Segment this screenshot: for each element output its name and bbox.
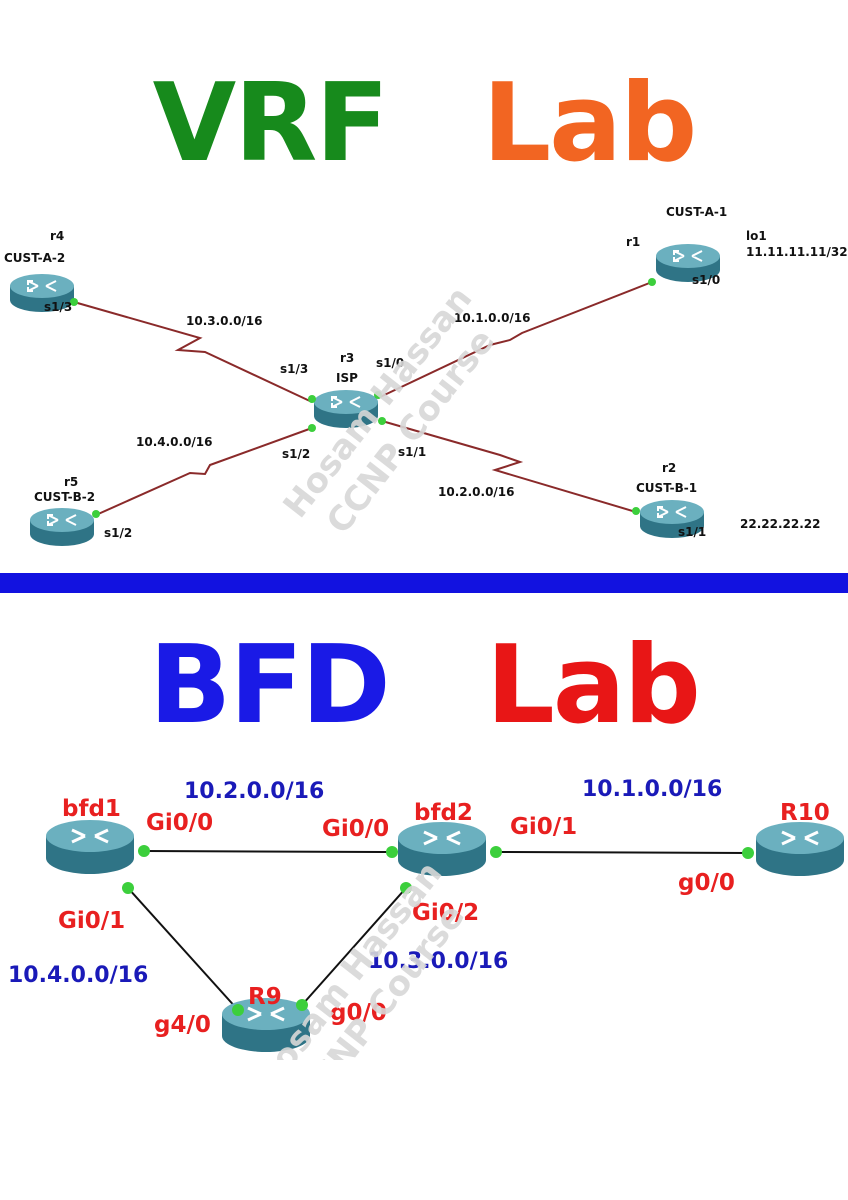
router-r10-icon[interactable] <box>754 820 846 878</box>
bfd2-port-gi00-label: Gi0/0 <box>322 816 389 842</box>
link-bfd2-r9 <box>301 887 407 1006</box>
router-r5-icon[interactable] <box>29 507 95 547</box>
port-dot <box>122 882 134 894</box>
port-dot <box>308 424 316 432</box>
r3-role-label: ISP <box>336 371 358 385</box>
bfd2-port-gi02-label: Gi0/2 <box>412 900 479 926</box>
r3-port-s13-label: s1/3 <box>280 362 308 376</box>
link-r4-r3 <box>73 301 313 403</box>
bfd2-name-label: bfd2 <box>414 800 473 826</box>
r3-port-s12-label: s1/2 <box>282 447 310 461</box>
link-bfd2-r10 <box>495 851 749 854</box>
link-bfd1-r9 <box>127 887 239 1011</box>
router-bfd1-icon[interactable] <box>44 818 136 876</box>
r3-name-label: r3 <box>340 351 354 365</box>
r4-port-label: s1/3 <box>44 300 72 314</box>
port-dot <box>648 278 656 286</box>
bfd1-port-gi00-label: Gi0/0 <box>146 810 213 836</box>
port-dot <box>386 846 398 858</box>
r1-port-label: s1/0 <box>692 273 720 287</box>
r9-port-g00-label: g0/0 <box>330 1000 387 1026</box>
bfd1-name-label: bfd1 <box>62 796 121 822</box>
r4-name-label: r4 <box>50 229 64 243</box>
port-dot <box>70 298 78 306</box>
r1-loopback-ip-label: 11.11.11.11/32 <box>746 245 848 259</box>
port-dot <box>632 507 640 515</box>
link-r3-r2 <box>381 420 637 513</box>
vrf-topology-diagram: r4 CUST-A-2 s1/3 10.3.0.0/16 CUST-A-1 r1… <box>0 190 848 565</box>
port-dot <box>232 1004 244 1016</box>
network-r2-label: 10.2.0.0/16 <box>438 485 515 499</box>
r2-port-label: s1/1 <box>678 525 706 539</box>
port-dot <box>378 417 386 425</box>
r9-port-g40-label: g4/0 <box>154 1012 211 1038</box>
network-bfd2-r10-label: 10.1.0.0/16 <box>582 777 722 802</box>
link-bfd1-bfd2 <box>143 850 393 853</box>
r10-port-label: g0/0 <box>678 870 735 896</box>
bfd-title-word: BFD <box>149 623 391 748</box>
r1-role-label: CUST-A-1 <box>666 205 727 219</box>
r5-role-label: CUST-B-2 <box>34 490 95 504</box>
network-r4-label: 10.3.0.0/16 <box>186 314 263 328</box>
port-dot <box>374 391 382 399</box>
port-dot <box>296 999 308 1011</box>
r2-name-label: r2 <box>662 461 676 475</box>
network-r5-label: 10.4.0.0/16 <box>136 435 213 449</box>
r3-port-s11-label: s1/1 <box>398 445 426 459</box>
port-dot <box>92 510 100 518</box>
network-bfd1-bfd2-label: 10.2.0.0/16 <box>184 779 324 804</box>
r1-name-label: r1 <box>626 235 640 249</box>
section-divider <box>0 573 848 593</box>
bfd1-port-gi01-label: Gi0/1 <box>58 908 125 934</box>
bfd-lab-title: BFD Lab <box>0 632 848 740</box>
bfd-title-lab-word: Lab <box>485 623 701 748</box>
vrf-lab-title: VRF Lab <box>0 70 848 178</box>
network-bfd1-r9-label: 10.4.0.0/16 <box>8 963 148 988</box>
vrf-title-lab-word: Lab <box>482 61 697 186</box>
bfd2-port-gi01-label: Gi0/1 <box>510 814 577 840</box>
r1-loopback-name-label: lo1 <box>746 229 767 243</box>
link-r3-r5 <box>95 427 313 516</box>
r10-name-label: R10 <box>780 800 830 826</box>
r9-name-label: R9 <box>248 984 282 1010</box>
r5-port-label: s1/2 <box>104 526 132 540</box>
r2-loopback-ip-label: 22.22.22.22 <box>740 517 820 531</box>
port-dot <box>138 845 150 857</box>
port-dot <box>490 846 502 858</box>
port-dot <box>742 847 754 859</box>
port-dot <box>400 882 412 894</box>
port-dot <box>308 395 316 403</box>
bfd-topology-diagram: bfd1 Gi0/0 Gi0/1 10.2.0.0/16 10.1.0.0/16… <box>0 740 848 1117</box>
r2-role-label: CUST-B-1 <box>636 481 697 495</box>
network-r1-label: 10.1.0.0/16 <box>454 311 531 325</box>
network-bfd2-r9-label: 10.3.0.0/16 <box>368 949 508 974</box>
r5-name-label: r5 <box>64 475 78 489</box>
r3-port-s10-label: s1/0 <box>376 356 404 370</box>
vrf-title-word: VRF <box>152 61 390 186</box>
r4-role-label: CUST-A-2 <box>4 251 65 265</box>
link-r3-r1 <box>377 281 653 399</box>
